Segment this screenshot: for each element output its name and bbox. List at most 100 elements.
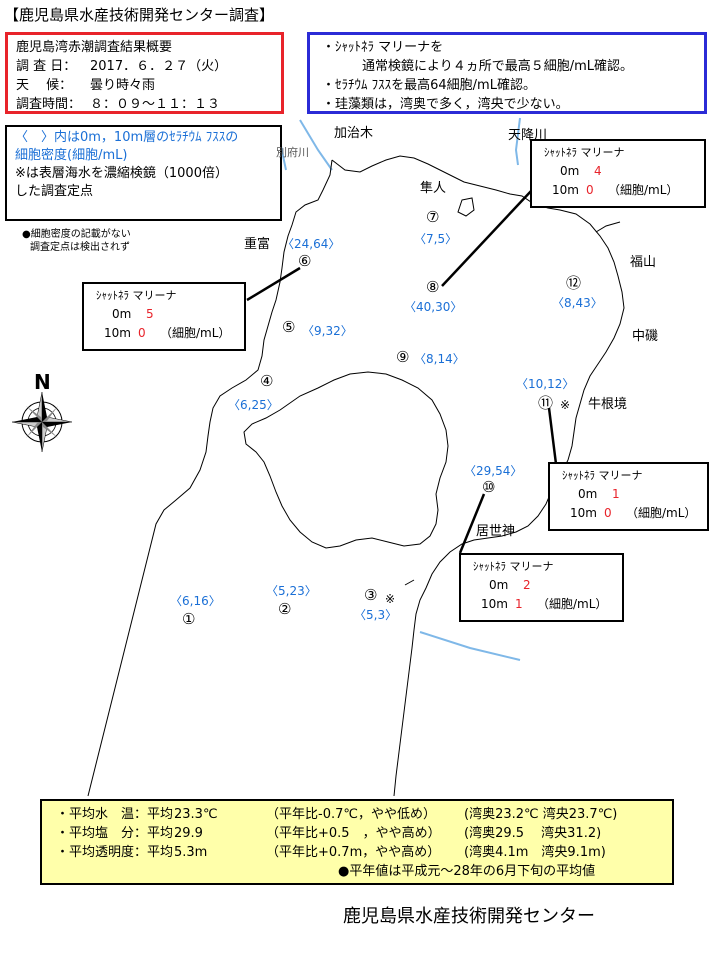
station-5-density: 〈9,32〉 (302, 324, 353, 338)
page-title: 【鹿児島県水産技術開発センター調査】 (4, 6, 275, 24)
legend-concentrate-line2: した調査定点 (15, 184, 94, 199)
finding-diatoms: ・珪藻類は，湾奥で多く，湾央で少ない。 (322, 97, 569, 112)
finding-ceratium: ・ｾﾗﾁｳﾑ ﾌｽｽを最高64細胞/mL確認。 (322, 78, 536, 93)
bay-coastline-north (331, 155, 625, 461)
station-1-density: 〈6,16〉 (170, 594, 221, 608)
stats-transparency-row: ・平均透明度：平均5.3m （平年比+0.7m，やや高め） (湾奥4.1m 湾央9.… (56, 843, 672, 862)
station-3: ③ (364, 586, 378, 604)
legend-concentrate-line1: ※は表層海水を濃縮検鏡（1000倍） (15, 166, 228, 181)
stats-transparency-compare: （平年比+0.7m，やや高め） (266, 845, 441, 860)
not-detected-note-line2: 調査定点は検出されず (30, 242, 130, 253)
station-2-density: 〈5,23〉 (266, 584, 317, 598)
callout-st8-depth0: 0m (560, 164, 580, 178)
organization-name: 鹿児島県水産技術開発センター (343, 906, 595, 927)
stats-transparency-label: ・平均透明度：平均 (56, 845, 174, 860)
weather-row: 天 候： 曇り時々雨 (16, 76, 281, 95)
sakurajima (243, 371, 449, 549)
callout-st8-depth10: 10m (552, 183, 579, 197)
survey-time-row: 調査時間：８：０９～１１：１３ (16, 95, 281, 114)
not-detected-note-line1: ●細胞密度の記載がない (22, 229, 131, 240)
survey-time-value: ８：０９～１１：１３ (90, 97, 221, 112)
weather-label: 天 候： (16, 78, 73, 93)
station-4-density: 〈6,25〉 (228, 398, 279, 412)
coast-right-stub (595, 221, 621, 233)
place-hayato: 隼人 (420, 181, 447, 196)
callout-st6-value0: 5 (146, 307, 154, 321)
station-5: ⑤ (282, 318, 296, 336)
survey-date-value: 2017．６．２７（火） (90, 59, 228, 74)
stats-salinity-detail: (湾奥29.5 湾央31.2) (464, 826, 602, 841)
station-12: ⑫ (566, 274, 582, 292)
leader-st8 (441, 189, 533, 287)
station-7-density: 〈7,5〉 (414, 232, 458, 246)
station-6-density: 〈24,64〉 (282, 237, 341, 251)
survey-summary-box: 鹿児島湾赤潮調査結果概要 調 査 日：2017．６．２７（火） 天 候： 曇り時々… (5, 32, 284, 114)
callout-st6-value10: 0 (138, 326, 146, 340)
callout-st10-depth0: 0m (489, 578, 509, 592)
river-amori (514, 117, 521, 166)
stats-salinity-compare: （平年比+0.5 ，やや高め） (266, 826, 441, 841)
stats-temperature-label: ・平均水 温：平均 (56, 807, 174, 822)
leader-lines (246, 189, 558, 554)
place-shigetomi: 重富 (244, 237, 271, 252)
place-nakaiso: 中磯 (632, 329, 659, 344)
stats-transparency-detail: (湾奥4.1m 湾央9.1m) (464, 845, 606, 860)
compass-icon (11, 391, 73, 453)
place-kajiki: 加治木 (334, 126, 374, 141)
compass-north-label: N (34, 370, 51, 394)
callout-st10-value10: 1 (515, 597, 523, 611)
station-11: ⑪ (538, 394, 554, 412)
summary-heading: 鹿児島湾赤潮調査結果概要 (16, 40, 173, 55)
callout-st11-value0: 1 (612, 487, 620, 501)
place-fukuyama: 福山 (630, 255, 657, 270)
place-iseshin: 居世神 (476, 524, 516, 539)
callout-st6-depth0: 0m (112, 307, 132, 321)
callout-st6-depth10: 10m (104, 326, 131, 340)
station-9-density: 〈8,14〉 (414, 352, 465, 366)
callout-st10-header: ｼｬｯﾄﾈﾗ マリーナ (473, 560, 554, 573)
station-3-density: 〈5,3〉 (354, 608, 398, 622)
stats-temperature-detail: (湾奥23.2℃ 湾央23.7℃) (464, 807, 618, 822)
station-11-density: 〈10,12〉 (516, 377, 575, 391)
water-stats-box: ・平均水 温：平均23.3℃（平年比-0.7℃，やや低め）(湾奥23.2℃ 湾央… (40, 799, 674, 885)
finding-chattonella-detail: 通常検鏡により４ヵ所で最高５細胞/mL確認。 (362, 59, 634, 74)
weather-value: 曇り時々雨 (90, 78, 156, 93)
callout-st11-header: ｼｬｯﾄﾈﾗ マリーナ (562, 469, 643, 482)
survey-date-row: 調 査 日：2017．６．２７（火） (16, 57, 281, 76)
stats-temperature-row: ・平均水 温：平均23.3℃（平年比-0.7℃，やや低め）(湾奥23.2℃ 湾央… (56, 805, 672, 824)
bay-coastline-east (393, 459, 569, 797)
callout-st6-row0: 0m 5 (96, 305, 244, 324)
station-10-density: 〈29,54〉 (464, 464, 523, 478)
stats-temperature-compare: （平年比-0.7℃，やや低め） (266, 807, 436, 822)
finding-chattonella: ・ｼｬｯﾄﾈﾗ マリーナを (322, 40, 444, 55)
callout-st11-value10: 0 (604, 506, 612, 520)
station-4: ④ (260, 372, 274, 390)
stats-salinity-row: ・平均塩 分：平均29.9（平年比+0.5 ，やや高め）(湾奥29.5 湾央31… (56, 824, 672, 843)
callout-st6-unit: （細胞/mL） (160, 326, 231, 340)
callout-st11-depth10: 10m (570, 506, 597, 520)
station-7: ⑦ (426, 208, 440, 226)
callout-st8-value0: 4 (594, 164, 602, 178)
station-9: ⑨ (396, 348, 410, 366)
leader-st11 (547, 407, 558, 465)
stats-transparency-value: 5.3m (174, 845, 208, 860)
river-kajiki (299, 119, 333, 171)
station-11-concentrate-mark: ※ (560, 398, 571, 412)
station-12-density: 〈8,43〉 (552, 296, 603, 310)
marker-dash (404, 579, 415, 586)
stats-salinity-value: 29.9 (174, 826, 203, 841)
station-10: ⑩ (482, 478, 496, 496)
place-river-west: 別府川 (276, 146, 309, 159)
station-1: ① (182, 610, 196, 628)
callout-st10-depth10: 10m (481, 597, 508, 611)
bay-coastline-west (87, 159, 333, 797)
